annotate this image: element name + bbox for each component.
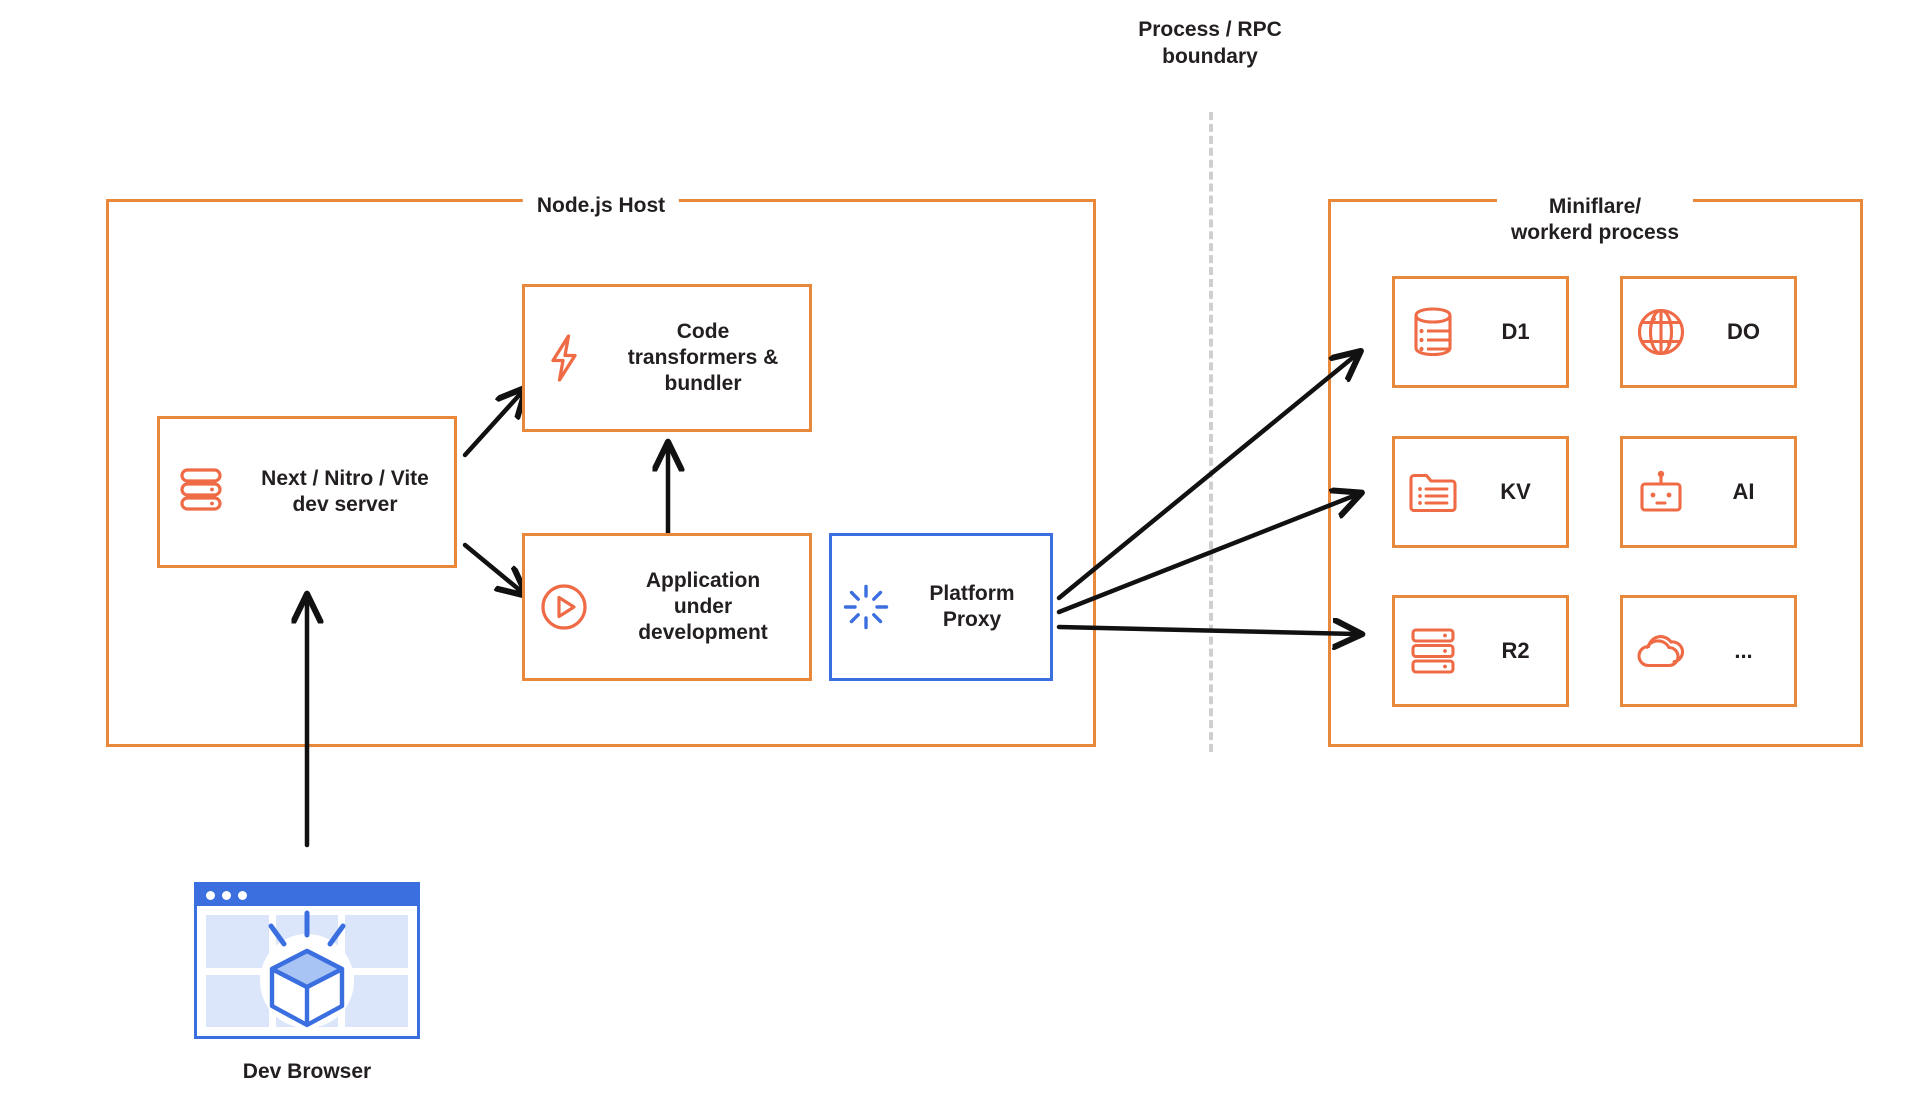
lightning-bolt-icon bbox=[525, 333, 603, 383]
node-binding-ai-label: AI bbox=[1732, 479, 1755, 504]
arrow-proxy-to-kv bbox=[1056, 495, 1356, 615]
browser-pane bbox=[345, 974, 408, 1027]
cloudflare-cloud-icon bbox=[1623, 631, 1699, 671]
robot-icon bbox=[1623, 469, 1699, 515]
node-binding-kv-label: KV bbox=[1500, 479, 1531, 504]
arrow-proxy-to-r2 bbox=[1056, 627, 1356, 634]
node-code-transformers-label: Code transformers & bundler bbox=[627, 320, 779, 395]
browser-pane bbox=[206, 974, 269, 1027]
globe-icon bbox=[1623, 307, 1699, 357]
node-dev-server[interactable]: Next / Nitro / Vite dev server bbox=[157, 416, 457, 568]
browser-pane bbox=[206, 915, 269, 968]
browser-pane bbox=[345, 915, 408, 968]
node-binding-kv[interactable]: KV bbox=[1392, 436, 1569, 548]
node-binding-more[interactable]: ... bbox=[1620, 595, 1797, 707]
process-rpc-boundary-line bbox=[1209, 112, 1213, 752]
node-binding-r2-label: R2 bbox=[1501, 638, 1530, 663]
node-binding-do-label: DO bbox=[1727, 319, 1760, 344]
dev-browser-window[interactable] bbox=[194, 882, 420, 1039]
play-circle-icon bbox=[525, 582, 603, 632]
node-binding-do[interactable]: DO bbox=[1620, 276, 1797, 388]
burst-spinner-icon bbox=[832, 584, 900, 630]
server-racks-icon bbox=[1395, 626, 1471, 676]
dev-browser-caption: Dev Browser bbox=[242, 1060, 372, 1083]
node-binding-r2[interactable]: R2 bbox=[1392, 595, 1569, 707]
cube-icon bbox=[197, 906, 417, 1036]
node-platform-proxy[interactable]: Platform Proxy bbox=[829, 533, 1053, 681]
browser-dot-3 bbox=[238, 891, 247, 900]
database-list-icon bbox=[1395, 306, 1471, 358]
node-binding-more-label: ... bbox=[1734, 638, 1753, 663]
browser-dot-2 bbox=[222, 891, 231, 900]
group-node-js-host-title: Node.js Host bbox=[522, 193, 680, 219]
node-platform-proxy-label: Platform Proxy bbox=[929, 582, 1015, 631]
folder-list-icon bbox=[1395, 470, 1471, 514]
browser-titlebar bbox=[197, 885, 417, 906]
node-binding-d1[interactable]: D1 bbox=[1392, 276, 1569, 388]
node-dev-server-label: Next / Nitro / Vite dev server bbox=[261, 467, 429, 516]
node-binding-d1-label: D1 bbox=[1501, 319, 1530, 344]
database-stack-icon bbox=[160, 467, 242, 517]
arrow-proxy-to-d1 bbox=[1056, 355, 1356, 601]
node-binding-ai[interactable]: AI bbox=[1620, 436, 1797, 548]
node-code-transformers[interactable]: Code transformers & bundler bbox=[522, 284, 812, 432]
browser-dot-1 bbox=[206, 891, 215, 900]
node-application-under-development[interactable]: Application under development bbox=[522, 533, 812, 681]
group-miniflare-workerd-title: Miniflare/ workerd process bbox=[1496, 194, 1694, 246]
process-rpc-boundary-label: Process / RPC boundary bbox=[1138, 18, 1282, 68]
node-application-under-development-label: Application under development bbox=[638, 569, 768, 644]
browser-viewport bbox=[197, 906, 417, 1036]
